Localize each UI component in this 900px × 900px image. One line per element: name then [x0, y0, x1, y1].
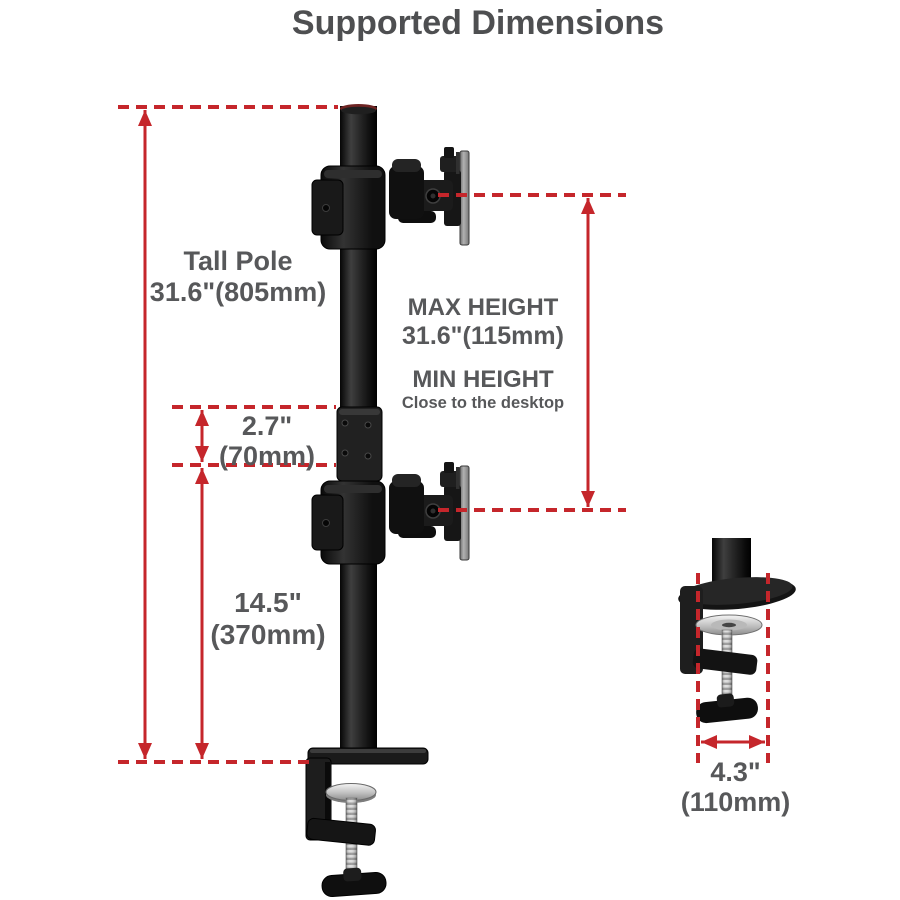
lower-section-label: 14.5" (370mm): [190, 587, 346, 651]
dimension-annotations: [118, 105, 770, 764]
tall-pole-label: Tall Pole 31.6"(805mm): [128, 246, 348, 308]
pole-coupler: [336, 406, 383, 482]
clamp-width-label-line2: (110mm): [680, 787, 791, 817]
pole-overlap-label-line2: (70mm): [218, 441, 316, 471]
clamp-width-label: 4.3" (110mm): [658, 757, 813, 817]
max-height-heading: MAX HEIGHT: [407, 294, 559, 321]
min-height-value: Close to the desktop: [401, 394, 565, 412]
desk-clamp: [305, 747, 429, 898]
lower-section-label-line2: (370mm): [210, 619, 326, 650]
clamp-width-label-line1: 4.3": [710, 757, 761, 787]
clamp-detail-inset: [678, 538, 796, 724]
lower-section-label-line1: 14.5": [234, 587, 302, 618]
tall-pole-label-line2: 31.6"(805mm): [149, 277, 327, 307]
height-range-label: MAX HEIGHT 31.6"(115mm) MIN HEIGHT Close…: [383, 293, 583, 413]
pole-overlap-label-line1: 2.7": [241, 411, 293, 441]
max-height-value: 31.6"(115mm): [402, 322, 564, 350]
dashed-reference-lines: [118, 105, 770, 764]
tall-pole-label-line1: Tall Pole: [183, 246, 293, 276]
lower-monitor-mount: [311, 461, 470, 565]
min-height-heading: MIN HEIGHT: [412, 366, 554, 393]
upper-monitor-mount: [311, 146, 470, 250]
page-title: Supported Dimensions: [291, 4, 665, 42]
pole-overlap-label: 2.7" (70mm): [194, 411, 340, 471]
